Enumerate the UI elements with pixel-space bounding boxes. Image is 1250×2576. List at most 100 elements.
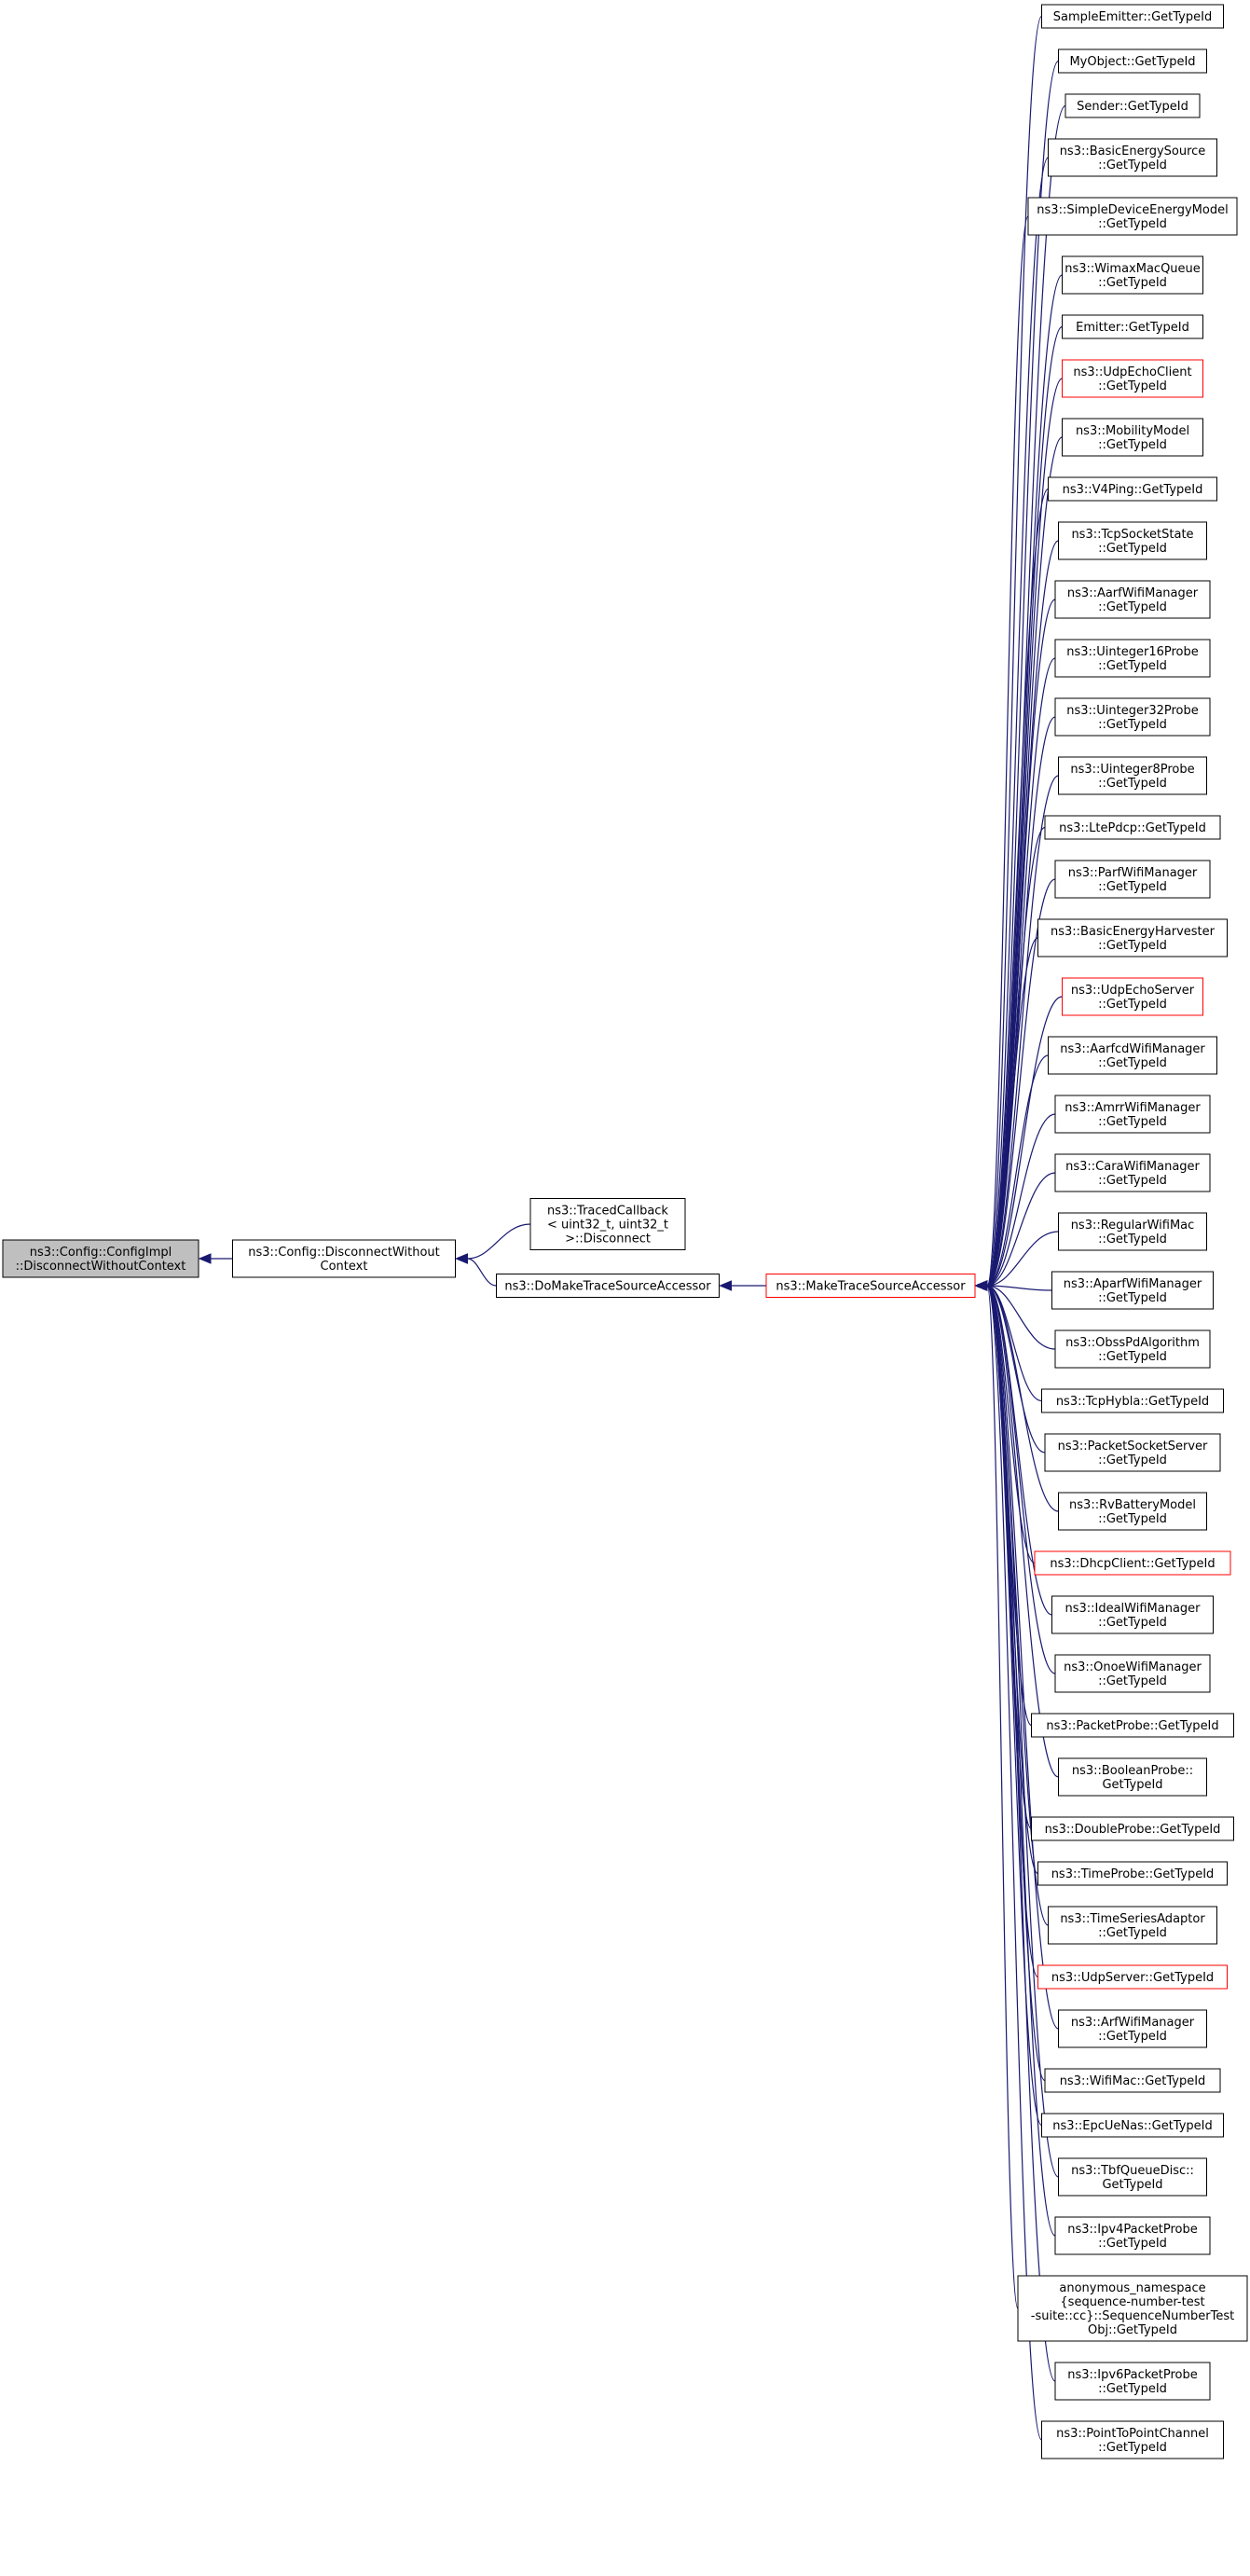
node-box (1031, 1816, 1234, 1841)
node-ns3-arfwifimanager-gettypeid[interactable]: ns3::ArfWifiManager::GetTypeId (1058, 2009, 1207, 2048)
node-box (1041, 2420, 1224, 2459)
node-ns3-mobilitymodel-gettypeid[interactable]: ns3::MobilityModel::GetTypeId (1062, 418, 1203, 457)
node-box (1058, 2157, 1207, 2197)
node-label-line: ns3::MakeTraceSourceAccessor (776, 1280, 966, 1294)
node-ns3-config-configimpl-disconnectwithoutcontext[interactable]: ns3::Config::ConfigImpl::DisconnectWitho… (2, 1239, 199, 1278)
node-box (1058, 1492, 1207, 1531)
node-ns3-udpechoclient-gettypeid[interactable]: ns3::UdpEchoClient::GetTypeId (1062, 359, 1203, 398)
node-label-line: ns3::TimeSeriesAdaptor (1060, 1912, 1205, 1926)
node-ns3-v4ping-gettypeid[interactable]: ns3::V4Ping::GetTypeId (1048, 476, 1217, 502)
node-box (1031, 1713, 1234, 1738)
node-ns3-ltepdcp-gettypeid[interactable]: ns3::LtePdcp::GetTypeId (1044, 815, 1221, 840)
node-label-line: GetTypeId (1102, 2178, 1162, 2192)
edge-caller-to-maketracesourceaccessor (986, 878, 1056, 1287)
node-ns3-udpechoserver-gettypeid[interactable]: ns3::UdpEchoServer::GetTypeId (1062, 977, 1203, 1016)
node-sampleemitter-gettypeid[interactable]: SampleEmitter::GetTypeId (1041, 4, 1224, 29)
node-box (1051, 1595, 1214, 1634)
node-label-line: ::GetTypeId (1098, 1350, 1167, 1364)
node-label-line: ::GetTypeId (1098, 438, 1167, 452)
node-ns3-ipv4packetprobe-gettypeid[interactable]: ns3::Ipv4PacketProbe::GetTypeId (1054, 2216, 1211, 2255)
node-ns3-regularwifimac-gettypeid[interactable]: ns3::RegularWifiMac::GetTypeId (1058, 1212, 1207, 1251)
node-ns3-wifimac-gettypeid[interactable]: ns3::WifiMac::GetTypeId (1044, 2068, 1221, 2093)
node-ns3-packetprobe-gettypeid[interactable]: ns3::PacketProbe::GetTypeId (1031, 1713, 1234, 1738)
node-ns3-aarfwifimanager-gettypeid[interactable]: ns3::AarfWifiManager::GetTypeId (1054, 580, 1211, 619)
node-label-line: ::GetTypeId (1098, 1674, 1167, 1688)
node-label-line: ns3::DoubleProbe::GetTypeId (1045, 1823, 1221, 1837)
node-label-line: ::GetTypeId (1098, 1233, 1167, 1247)
node-ns3-timeprobe-gettypeid[interactable]: ns3::TimeProbe::GetTypeId (1037, 1861, 1228, 1886)
node-ns3-aarfcdwifimanager-gettypeid[interactable]: ns3::AarfcdWifiManager::GetTypeId (1048, 1036, 1217, 1075)
node-label-line: ns3::AarfWifiManager (1067, 586, 1199, 600)
node-ns3-obsspdalgorithm-gettypeid[interactable]: ns3::ObssPdAlgorithm::GetTypeId (1054, 1329, 1211, 1369)
node-label-line: ::GetTypeId (1098, 718, 1167, 732)
node-ns3-carawifimanager-gettypeid[interactable]: ns3::CaraWifiManager::GetTypeId (1054, 1153, 1211, 1192)
node-ns3-amrrwifimanager-gettypeid[interactable]: ns3::AmrrWifiManager::GetTypeId (1054, 1095, 1211, 1134)
node-ns3-pointtopointchannel-gettypeid[interactable]: ns3::PointToPointChannel::GetTypeId (1041, 2420, 1224, 2459)
node-ns3-domaketracesourceaccessor[interactable]: ns3::DoMakeTraceSourceAccessor (496, 1274, 720, 1298)
node-anonymous-namespace-sequence-number-test-suite-cc-sequencenumbertest-obj-gettypeid[interactable]: anonymous_namespace{sequence-number-test… (1017, 2275, 1248, 2342)
node-label-line: ns3::PacketProbe::GetTypeId (1046, 1719, 1218, 1733)
node-label-line: ns3::RvBatteryModel (1069, 1498, 1196, 1512)
node-ns3-basicenergysource-gettypeid[interactable]: ns3::BasicEnergySource::GetTypeId (1048, 138, 1217, 177)
node-ns3-uinteger32probe-gettypeid[interactable]: ns3::Uinteger32Probe::GetTypeId (1054, 697, 1211, 737)
node-label-line: ::GetTypeId (1098, 1115, 1167, 1129)
node-ns3-basicenergyharvester-gettypeid[interactable]: ns3::BasicEnergyHarvester::GetTypeId (1037, 918, 1228, 957)
node-label-line: ns3::MobilityModel (1076, 424, 1189, 438)
node-sender-gettypeid[interactable]: Sender::GetTypeId (1065, 93, 1201, 118)
node-box (1027, 197, 1238, 236)
node-ns3-aparfwifimanager-gettypeid[interactable]: ns3::AparfWifiManager::GetTypeId (1051, 1271, 1214, 1310)
node-ns3-tcpsocketstate-gettypeid[interactable]: ns3::TcpSocketState::GetTypeId (1058, 521, 1207, 560)
node-ns3-idealwifimanager-gettypeid[interactable]: ns3::IdealWifiManager::GetTypeId (1051, 1595, 1214, 1634)
node-label-line: ns3::TcpSocketState (1071, 528, 1193, 542)
edge-caller-to-maketracesourceaccessor (986, 60, 1059, 1287)
node-ns3-simpledeviceenergymodel-gettypeid[interactable]: ns3::SimpleDeviceEnergyModel::GetTypeId (1027, 197, 1238, 236)
edge-caller-to-maketracesourceaccessor (986, 1285, 1043, 2441)
node-emitter-gettypeid[interactable]: Emitter::GetTypeId (1062, 314, 1203, 339)
node-label-line: ns3::ParfWifiManager (1068, 866, 1198, 880)
node-label-line: anonymous_namespace (1059, 2281, 1205, 2295)
node-ns3-doubleprobe-gettypeid[interactable]: ns3::DoubleProbe::GetTypeId (1031, 1816, 1234, 1841)
node-label-line: ::GetTypeId (1098, 1512, 1167, 1526)
node-label-line: ns3::PointToPointChannel (1056, 2427, 1209, 2441)
edge-caller-to-maketracesourceaccessor (986, 104, 1066, 1287)
edge-arrowhead (974, 1280, 988, 1291)
node-ns3-packetsocketserver-gettypeid[interactable]: ns3::PacketSocketServer::GetTypeId (1044, 1433, 1221, 1472)
node-ns3-tcphybla-gettypeid[interactable]: ns3::TcpHybla::GetTypeId (1041, 1388, 1224, 1413)
node-label-line: ns3::V4Ping::GetTypeId (1063, 483, 1203, 497)
node-box (1062, 977, 1203, 1016)
node-ns3-epcuenas-gettypeid[interactable]: ns3::EpcUeNas::GetTypeId (1041, 2113, 1224, 2138)
node-ns3-timeseriesadaptor-gettypeid[interactable]: ns3::TimeSeriesAdaptor::GetTypeId (1048, 1906, 1217, 1945)
node-box (1037, 1861, 1228, 1886)
node-ns3-dhcpclient-gettypeid[interactable]: ns3::DhcpClient::GetTypeId (1034, 1550, 1231, 1576)
node-ns3-onoewifimanager-gettypeid[interactable]: ns3::OnoeWifiManager::GetTypeId (1054, 1654, 1211, 1693)
node-label-line: ns3::Ipv6PacketProbe (1067, 2368, 1198, 2382)
node-box (1044, 1433, 1221, 1472)
node-label-line: ::GetTypeId (1098, 1616, 1167, 1630)
node-label-line: ns3::SimpleDeviceEnergyModel (1037, 203, 1228, 217)
node-ns3-uinteger8probe-gettypeid[interactable]: ns3::Uinteger8Probe::GetTypeId (1058, 756, 1207, 795)
node-box (1041, 1388, 1224, 1413)
node-box (529, 1198, 686, 1250)
node-ns3-tbfqueuedisc-gettypeid[interactable]: ns3::TbfQueueDisc::GetTypeId (1058, 2157, 1207, 2197)
node-ns3-tracedcallback-uint32-t-uint32-t-disconnect[interactable]: ns3::TracedCallback< uint32_t, uint32_t>… (529, 1198, 686, 1250)
node-ns3-maketracesourceaccessor[interactable]: ns3::MakeTraceSourceAccessor (765, 1274, 976, 1298)
node-box (1037, 918, 1228, 957)
edge-caller-to-maketracesourceaccessor (986, 488, 1050, 1287)
node-ns3-booleanprobe-gettypeid[interactable]: ns3::BooleanProbe::GetTypeId (1058, 1757, 1207, 1797)
node-label-line: ns3::DoMakeTraceSourceAccessor (504, 1280, 711, 1294)
edge-caller-to-maketracesourceaccessor (986, 1285, 1056, 2237)
node-box (1062, 359, 1203, 398)
node-ns3-udpserver-gettypeid[interactable]: ns3::UdpServer::GetTypeId (1037, 1964, 1228, 1990)
nodes-layer: ns3::Config::ConfigImpl::DisconnectWitho… (2, 4, 1248, 2459)
node-myobject-gettypeid[interactable]: MyObject::GetTypeId (1058, 48, 1207, 74)
node-ns3-uinteger16probe-gettypeid[interactable]: ns3::Uinteger16Probe::GetTypeId (1054, 639, 1211, 678)
edge-caller-to-maketracesourceaccessor (986, 1285, 1059, 1778)
node-ns3-wimaxmacqueue-gettypeid[interactable]: ns3::WimaxMacQueue::GetTypeId (1062, 255, 1203, 295)
node-ns3-parfwifimanager-gettypeid[interactable]: ns3::ParfWifiManager::GetTypeId (1054, 860, 1211, 899)
node-label-line: >::Disconnect (565, 1233, 651, 1247)
node-ns3-config-disconnectwithout-context[interactable]: ns3::Config::DisconnectWithoutContext (232, 1239, 456, 1278)
node-label-line: ::GetTypeId (1098, 777, 1167, 791)
node-ns3-rvbatterymodel-gettypeid[interactable]: ns3::RvBatteryModel::GetTypeId (1058, 1492, 1207, 1531)
node-ns3-ipv6packetprobe-gettypeid[interactable]: ns3::Ipv6PacketProbe::GetTypeId (1054, 2362, 1211, 2401)
